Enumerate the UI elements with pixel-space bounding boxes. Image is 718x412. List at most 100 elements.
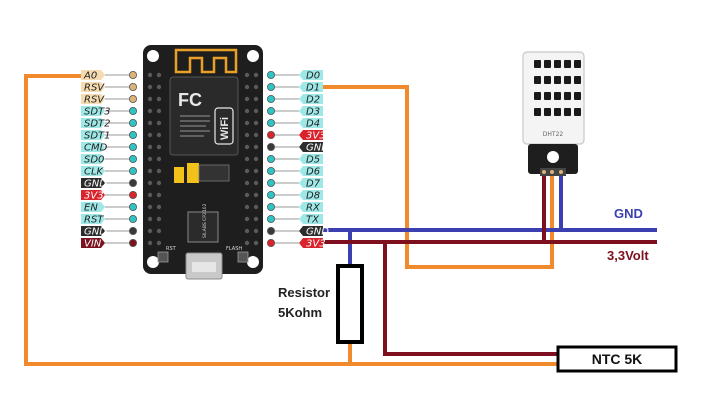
ntc-label: NTC 5K: [592, 351, 643, 367]
header-pad: [147, 144, 153, 150]
left-pin-dot: [128, 178, 137, 187]
grille-slot: [574, 92, 581, 100]
left-pin-tag: [81, 214, 105, 224]
header-pad: [156, 84, 162, 90]
right-pin-2: D2: [266, 94, 323, 106]
header-pad: [244, 192, 250, 198]
right-pin-label: D1: [306, 83, 320, 94]
left-pin-dot: [128, 83, 137, 92]
gnd-rail-label: GND: [614, 206, 643, 221]
left-pin-dot: [128, 71, 137, 80]
right-pin-label: D2: [306, 95, 320, 106]
right-pin-11: RX: [266, 202, 323, 214]
header-pad: [147, 180, 153, 186]
header-pad: [253, 228, 259, 234]
left-pin-dot: [128, 226, 137, 235]
header-pad: [156, 108, 162, 114]
right-pin-tag: [299, 154, 323, 164]
right-pin-label: D8: [306, 191, 320, 202]
dht22-model-label: DHT22: [543, 131, 564, 138]
header-pad: [253, 168, 259, 174]
header-pad: [156, 204, 162, 210]
left-pin-7: SD0: [81, 154, 137, 166]
grille-slot: [554, 60, 561, 68]
wires: [24, 74, 657, 366]
grille-slot: [564, 92, 571, 100]
grille-slot: [534, 92, 541, 100]
dht22-pin-data: [550, 170, 554, 174]
right-pin-dot: [266, 190, 275, 199]
left-pin-label: 3V3: [84, 191, 104, 202]
right-pin-9: D7: [266, 178, 323, 190]
left-pin-label: EN: [84, 203, 98, 214]
left-pin-dot: [128, 154, 137, 163]
grille-slot: [554, 92, 561, 100]
left-pin-label: CLK: [84, 167, 105, 178]
usb-chip: [187, 211, 219, 243]
grille-slot: [554, 76, 561, 84]
header-pad: [253, 240, 259, 246]
left-pin-dot: [128, 202, 137, 211]
left-pin-13: GND: [81, 226, 137, 238]
left-pin-tag: [81, 238, 105, 248]
left-pin-dot: [128, 107, 137, 116]
header-pad: [147, 96, 153, 102]
right-pin-3: D3: [266, 106, 323, 118]
grille-slot: [544, 76, 551, 84]
header-pad: [244, 132, 250, 138]
header-pad: [253, 84, 259, 90]
left-pin-10: 3V3: [81, 190, 137, 202]
dht22-pin-vcc: [542, 170, 546, 174]
left-pin-label: GND: [84, 179, 107, 190]
rst-button: [157, 251, 169, 263]
mount-hole-tr: [247, 50, 259, 62]
header-pad: [147, 204, 153, 210]
left-pin-dot: [128, 214, 137, 223]
left-pin-0: A0: [81, 70, 137, 82]
header-pad: [147, 240, 153, 246]
right-pin-5: 3V3: [266, 130, 326, 142]
wire-3v3-ntc: [383, 242, 558, 356]
right-pin-tag: [299, 214, 323, 224]
right-pin-tag: [299, 106, 323, 116]
grille-slot: [574, 108, 581, 116]
left-pin-tag: [81, 106, 105, 116]
left-pin-dot: [128, 119, 137, 128]
right-pin-tag: [299, 70, 323, 80]
grille-slot: [564, 76, 571, 84]
right-pin-dot: [266, 83, 275, 92]
left-pin-tag: [81, 142, 105, 152]
left-pin-tag: [81, 130, 105, 140]
right-pin-dot: [266, 119, 275, 128]
dht22-sensor: DHT22: [522, 51, 585, 176]
grille-slot: [554, 108, 561, 116]
right-pin-10: D8: [266, 190, 323, 202]
right-pin-dot: [266, 130, 275, 139]
header-pad: [244, 144, 250, 150]
left-pin-dot: [128, 130, 137, 139]
right-pin-tag: [299, 238, 323, 248]
right-pin-label: D0: [306, 71, 320, 82]
header-pad: [244, 180, 250, 186]
grille-slot: [544, 108, 551, 116]
header-pad: [147, 120, 153, 126]
dht22-mount-hole: [547, 151, 559, 163]
header-pad: [244, 120, 250, 126]
right-pin-tag: [299, 118, 323, 128]
flash-button: [237, 251, 249, 263]
usb-chip-label: SILABS CP2102: [202, 203, 208, 238]
right-pin-dot: [266, 202, 275, 211]
header-pad: [156, 132, 162, 138]
mount-hole-br: [247, 256, 259, 268]
left-pin-12: RST: [81, 214, 137, 226]
header-pad: [156, 240, 162, 246]
left-pin-tag: [81, 118, 105, 128]
right-pin-label: D6: [306, 167, 320, 178]
left-pin-14: VIN: [81, 238, 137, 250]
header-pad: [156, 156, 162, 162]
right-pin-label: D4: [306, 119, 320, 130]
right-pin-label: GND: [306, 227, 329, 238]
left-pin-dot: [128, 190, 137, 199]
